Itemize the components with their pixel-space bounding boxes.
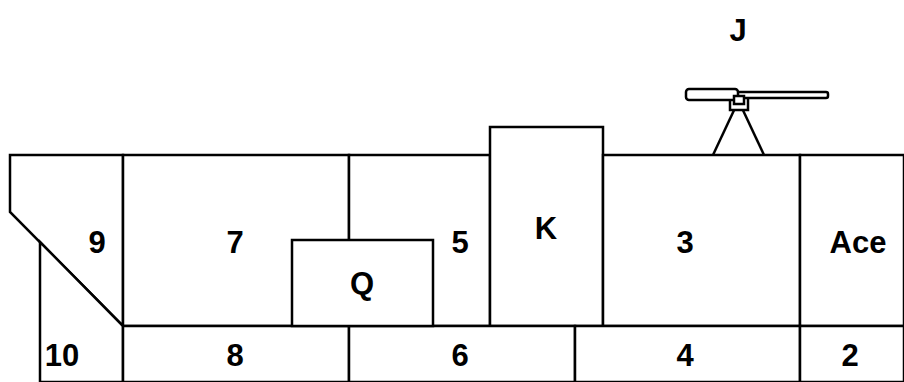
card-cell: 2 (800, 326, 904, 382)
card-label: 9 (88, 227, 105, 258)
card-label: 8 (226, 340, 243, 371)
card-cell: 8 (123, 326, 349, 382)
cell-outline (603, 155, 800, 326)
card-cell: 4 (575, 326, 800, 382)
card-label: 7 (226, 227, 243, 258)
card-label: 10 (45, 340, 79, 371)
card-cell: K (490, 127, 603, 326)
card-cell: 3 (603, 155, 800, 326)
card-label: 4 (676, 340, 693, 371)
card-label: K (535, 213, 557, 244)
card-label: Ace (830, 227, 887, 258)
card-label: 2 (841, 340, 858, 371)
card-label: 6 (451, 340, 468, 371)
gun-label: J (729, 15, 746, 46)
gun-sight (734, 96, 744, 104)
card-cell: Q (292, 240, 433, 326)
tripod-leg (741, 106, 764, 155)
card-cell: 6 (349, 326, 575, 382)
card-cell: Ace (800, 155, 904, 326)
card-label: 5 (451, 227, 468, 258)
gun-body (686, 89, 738, 100)
card-cell: 10 (40, 242, 123, 382)
tripod-leg (713, 106, 736, 155)
card-label: Q (350, 268, 374, 299)
card-label: 3 (676, 227, 693, 258)
